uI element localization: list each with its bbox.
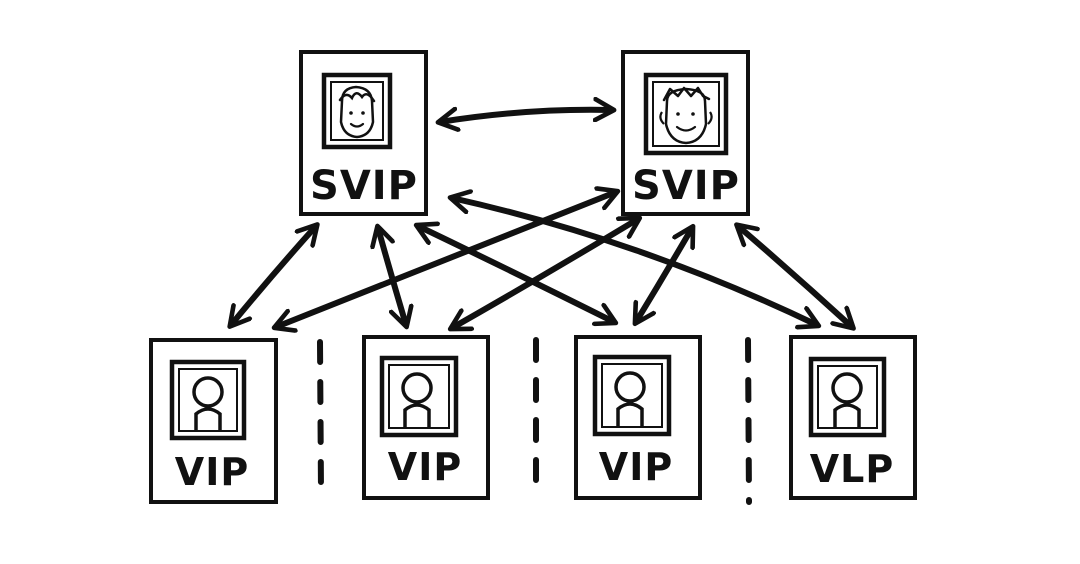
arrow-svip1-vip1: [231, 226, 316, 325]
svip-label: SVIP: [632, 163, 740, 209]
vip-label: VLP: [810, 447, 894, 491]
arrow-svip2-vip4: [738, 226, 852, 327]
svip-card-2: SVIP: [621, 50, 750, 216]
svip-card-1: SVIP: [299, 50, 428, 216]
arrow-svip2-vip2: [452, 219, 638, 328]
svip-label: SVIP: [310, 163, 418, 209]
vip-card-1: VIP: [149, 338, 278, 504]
separator-line: [317, 339, 324, 495]
person-portrait-icon: [643, 72, 729, 156]
user-silhouette-icon: [808, 356, 887, 438]
vip-card-2: VIP: [362, 335, 490, 500]
vip-card-3: VIP: [574, 335, 702, 500]
arrow-svip1-vip3: [418, 226, 614, 322]
vip-label: VIP: [175, 450, 249, 494]
vip-card-4: VLP: [789, 335, 917, 500]
arrow-svip1-vip4: [452, 198, 817, 325]
connection-arrows: [231, 110, 852, 328]
vip-label: VIP: [388, 445, 462, 489]
user-silhouette-icon: [379, 355, 459, 438]
arrow-svip2-vip3: [636, 228, 692, 322]
vip-separators: [317, 337, 752, 505]
separator-line: [745, 337, 752, 505]
user-silhouette-icon: [592, 354, 672, 437]
arrow-svip2-vip1: [276, 192, 616, 327]
vip-label: VIP: [599, 445, 673, 489]
user-silhouette-icon: [169, 359, 247, 441]
person-portrait-icon: [321, 72, 393, 150]
arrow-svip1-svip2: [440, 110, 612, 122]
